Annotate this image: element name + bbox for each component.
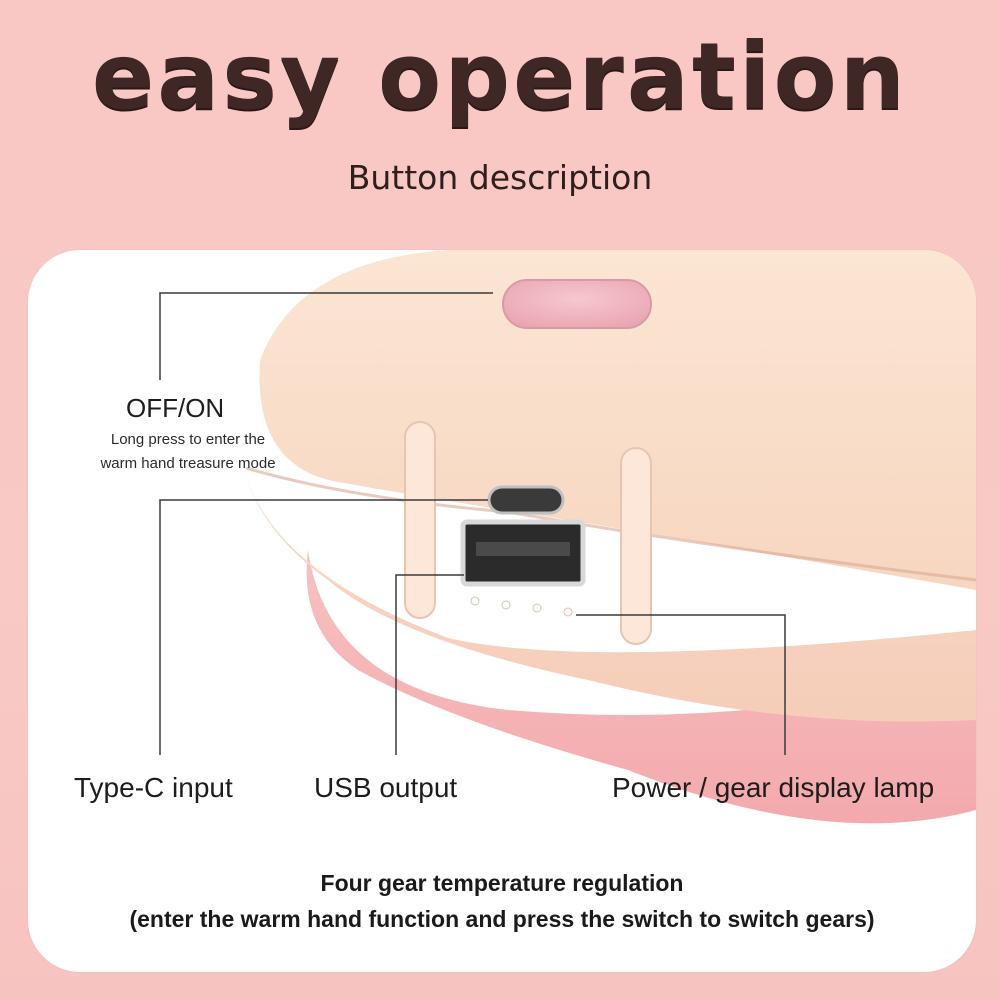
subtitle: Button description bbox=[347, 158, 653, 197]
hand-warmer-illustration bbox=[243, 250, 976, 824]
type-c-label: Type-C input bbox=[74, 772, 233, 803]
footer-line-2: (enter the warm hand function and press … bbox=[129, 906, 875, 932]
led-2 bbox=[501, 600, 511, 610]
left-post bbox=[404, 421, 436, 619]
type-c-port bbox=[487, 485, 565, 515]
led-3 bbox=[532, 603, 542, 613]
offon-label: OFF/ON bbox=[126, 393, 225, 423]
product-card: OFF/ON Long press to enter the warm hand… bbox=[28, 250, 976, 972]
power-button bbox=[502, 279, 652, 329]
lamp-label: Power / gear display lamp bbox=[612, 772, 935, 803]
device-lower-body bbox=[243, 465, 976, 722]
offon-description: Long press to enter the warm hand treasu… bbox=[58, 428, 318, 476]
right-post bbox=[620, 447, 652, 645]
offon-desc-line-1: Long press to enter the bbox=[110, 431, 266, 448]
usb-label: USB output bbox=[314, 772, 458, 803]
offon-desc-line-2: warm hand treasure mode bbox=[100, 455, 276, 472]
led-4 bbox=[563, 607, 573, 617]
headline: easy operation bbox=[91, 23, 909, 130]
device-base bbox=[306, 550, 976, 824]
led-1 bbox=[470, 596, 480, 606]
footer-line-1: Four gear temperature regulation bbox=[320, 870, 684, 896]
